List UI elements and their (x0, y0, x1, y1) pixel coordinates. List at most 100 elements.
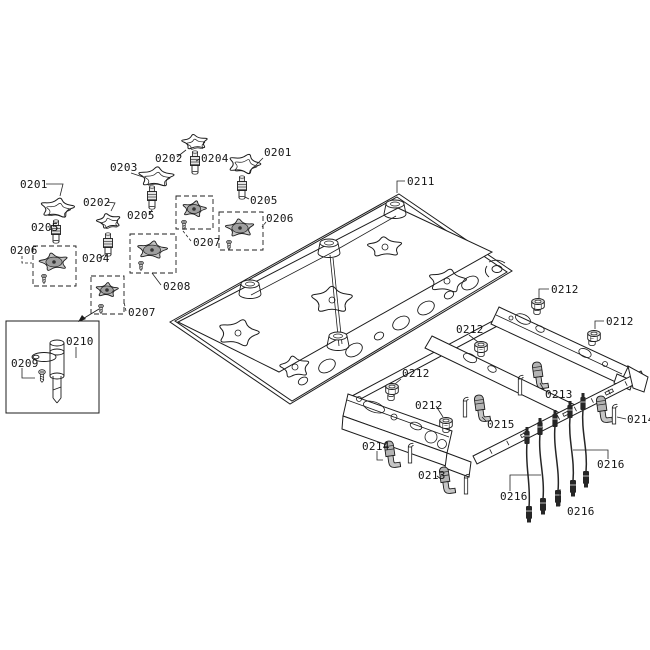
retaining-pin (463, 473, 470, 495)
rail-tick (624, 381, 628, 386)
part-number-label: 0209 (11, 357, 39, 370)
label-0206-8: 0206 (261, 212, 293, 228)
cooktop-panel-details (219, 199, 506, 386)
label-0201-0: 0201 (20, 178, 64, 197)
igniter-plug (384, 440, 402, 468)
dashed-detail-box (90, 275, 125, 315)
frame-hole (390, 413, 398, 421)
label-0203-1: 0203 (110, 161, 144, 178)
label-0202-2: 0202 (155, 149, 187, 165)
screw (41, 273, 47, 284)
part-number-label: 0203 (110, 161, 138, 174)
frame-hole (424, 430, 438, 444)
igniters (384, 361, 614, 494)
fastening-nut (587, 330, 601, 342)
frame-hole (602, 361, 608, 367)
part-number-label: 0210 (66, 335, 94, 348)
detail-part-line (56, 397, 62, 404)
knob-hole (345, 342, 363, 358)
tray-back-rail-b (250, 252, 332, 296)
part-number-label: 0214 (627, 413, 650, 426)
part-number-label: 0212 (551, 283, 579, 296)
knob-hole (318, 358, 336, 374)
panel-corner-bracket (484, 259, 506, 278)
burner-base-assembly (32, 245, 77, 287)
part-number-label: 0215 (487, 418, 515, 431)
part-number-label: 0205 (127, 209, 155, 222)
tray-divider-2 (332, 257, 343, 345)
structures (5, 193, 649, 478)
tray-back-rail-a (330, 215, 397, 254)
dashed-detail-box (32, 245, 77, 287)
frame-corner-bracket (627, 365, 649, 393)
fastening-nut (531, 298, 545, 310)
rail-slot (604, 388, 614, 396)
knob-hole (392, 315, 410, 331)
leader-line (48, 228, 54, 231)
leader-line (106, 201, 116, 212)
retaining-pin (611, 403, 618, 425)
pan-support-post (238, 279, 262, 299)
leader-line (21, 256, 32, 264)
label-0205-7: 0205 (244, 194, 278, 207)
burner-caps (40, 134, 262, 229)
part-number-label: 0205 (250, 194, 278, 207)
detail-part-ellipse (49, 339, 65, 347)
label-0201-4: 0201 (255, 146, 291, 166)
part-number-label: 0214 (362, 440, 390, 453)
tray-divider (329, 254, 340, 347)
rail-tick (557, 415, 560, 420)
leader-line (255, 157, 264, 166)
knob-hole (417, 300, 435, 316)
leader-line (616, 416, 627, 420)
leader-line (436, 475, 442, 480)
leader-line (123, 301, 127, 312)
pins (407, 374, 618, 495)
igniter-plug (474, 394, 492, 422)
leader-line (594, 320, 604, 329)
label-0210-30: 0210 (66, 335, 94, 358)
label-0212-19: 0212 (394, 367, 429, 385)
burner-opening (311, 285, 353, 312)
retaining-pin (517, 374, 524, 396)
leader-line (394, 378, 402, 385)
ignition-cable (552, 410, 561, 507)
part-number-label: 0216 (500, 490, 528, 503)
label-0216-27: 0216 (500, 474, 541, 503)
part-number-label: 0206 (10, 244, 38, 257)
detail-part (31, 339, 65, 404)
leader-line (148, 209, 153, 216)
leader-line (396, 180, 405, 193)
frame-hole (508, 315, 514, 321)
label-0216-28: 0216 (559, 489, 594, 518)
screw (38, 369, 46, 383)
screw (226, 239, 232, 250)
crossbar-inner-line (495, 314, 623, 375)
burner-base-assembly (175, 195, 214, 230)
gas-jet-nozzle (103, 232, 113, 257)
label-0212-17: 0212 (594, 315, 633, 329)
knob-hole (297, 376, 309, 386)
label-0214-23: 0214 (362, 440, 390, 461)
burner-cap (229, 153, 262, 175)
label-0202-5: 0202 (83, 196, 116, 212)
label-0208-13: 0208 (151, 272, 190, 293)
detail-part-ellipse (32, 354, 40, 360)
burner-cap (95, 213, 121, 229)
burner-cap (138, 166, 175, 187)
jets (51, 150, 247, 257)
part-number-label: 0216 (597, 458, 625, 471)
label-0214-24: 0214 (616, 413, 650, 426)
leader-line (573, 449, 609, 459)
part-number-label: 0212 (456, 323, 484, 336)
fastening-nut (439, 417, 453, 429)
label-0207-14: 0207 (123, 301, 155, 319)
leader-line (435, 405, 444, 418)
part-number-label: 0212 (415, 399, 443, 412)
leader-line (99, 254, 105, 259)
gas-jet-nozzle (51, 219, 61, 244)
igniter-plug (532, 361, 550, 389)
label-0205-6: 0205 (127, 209, 155, 222)
